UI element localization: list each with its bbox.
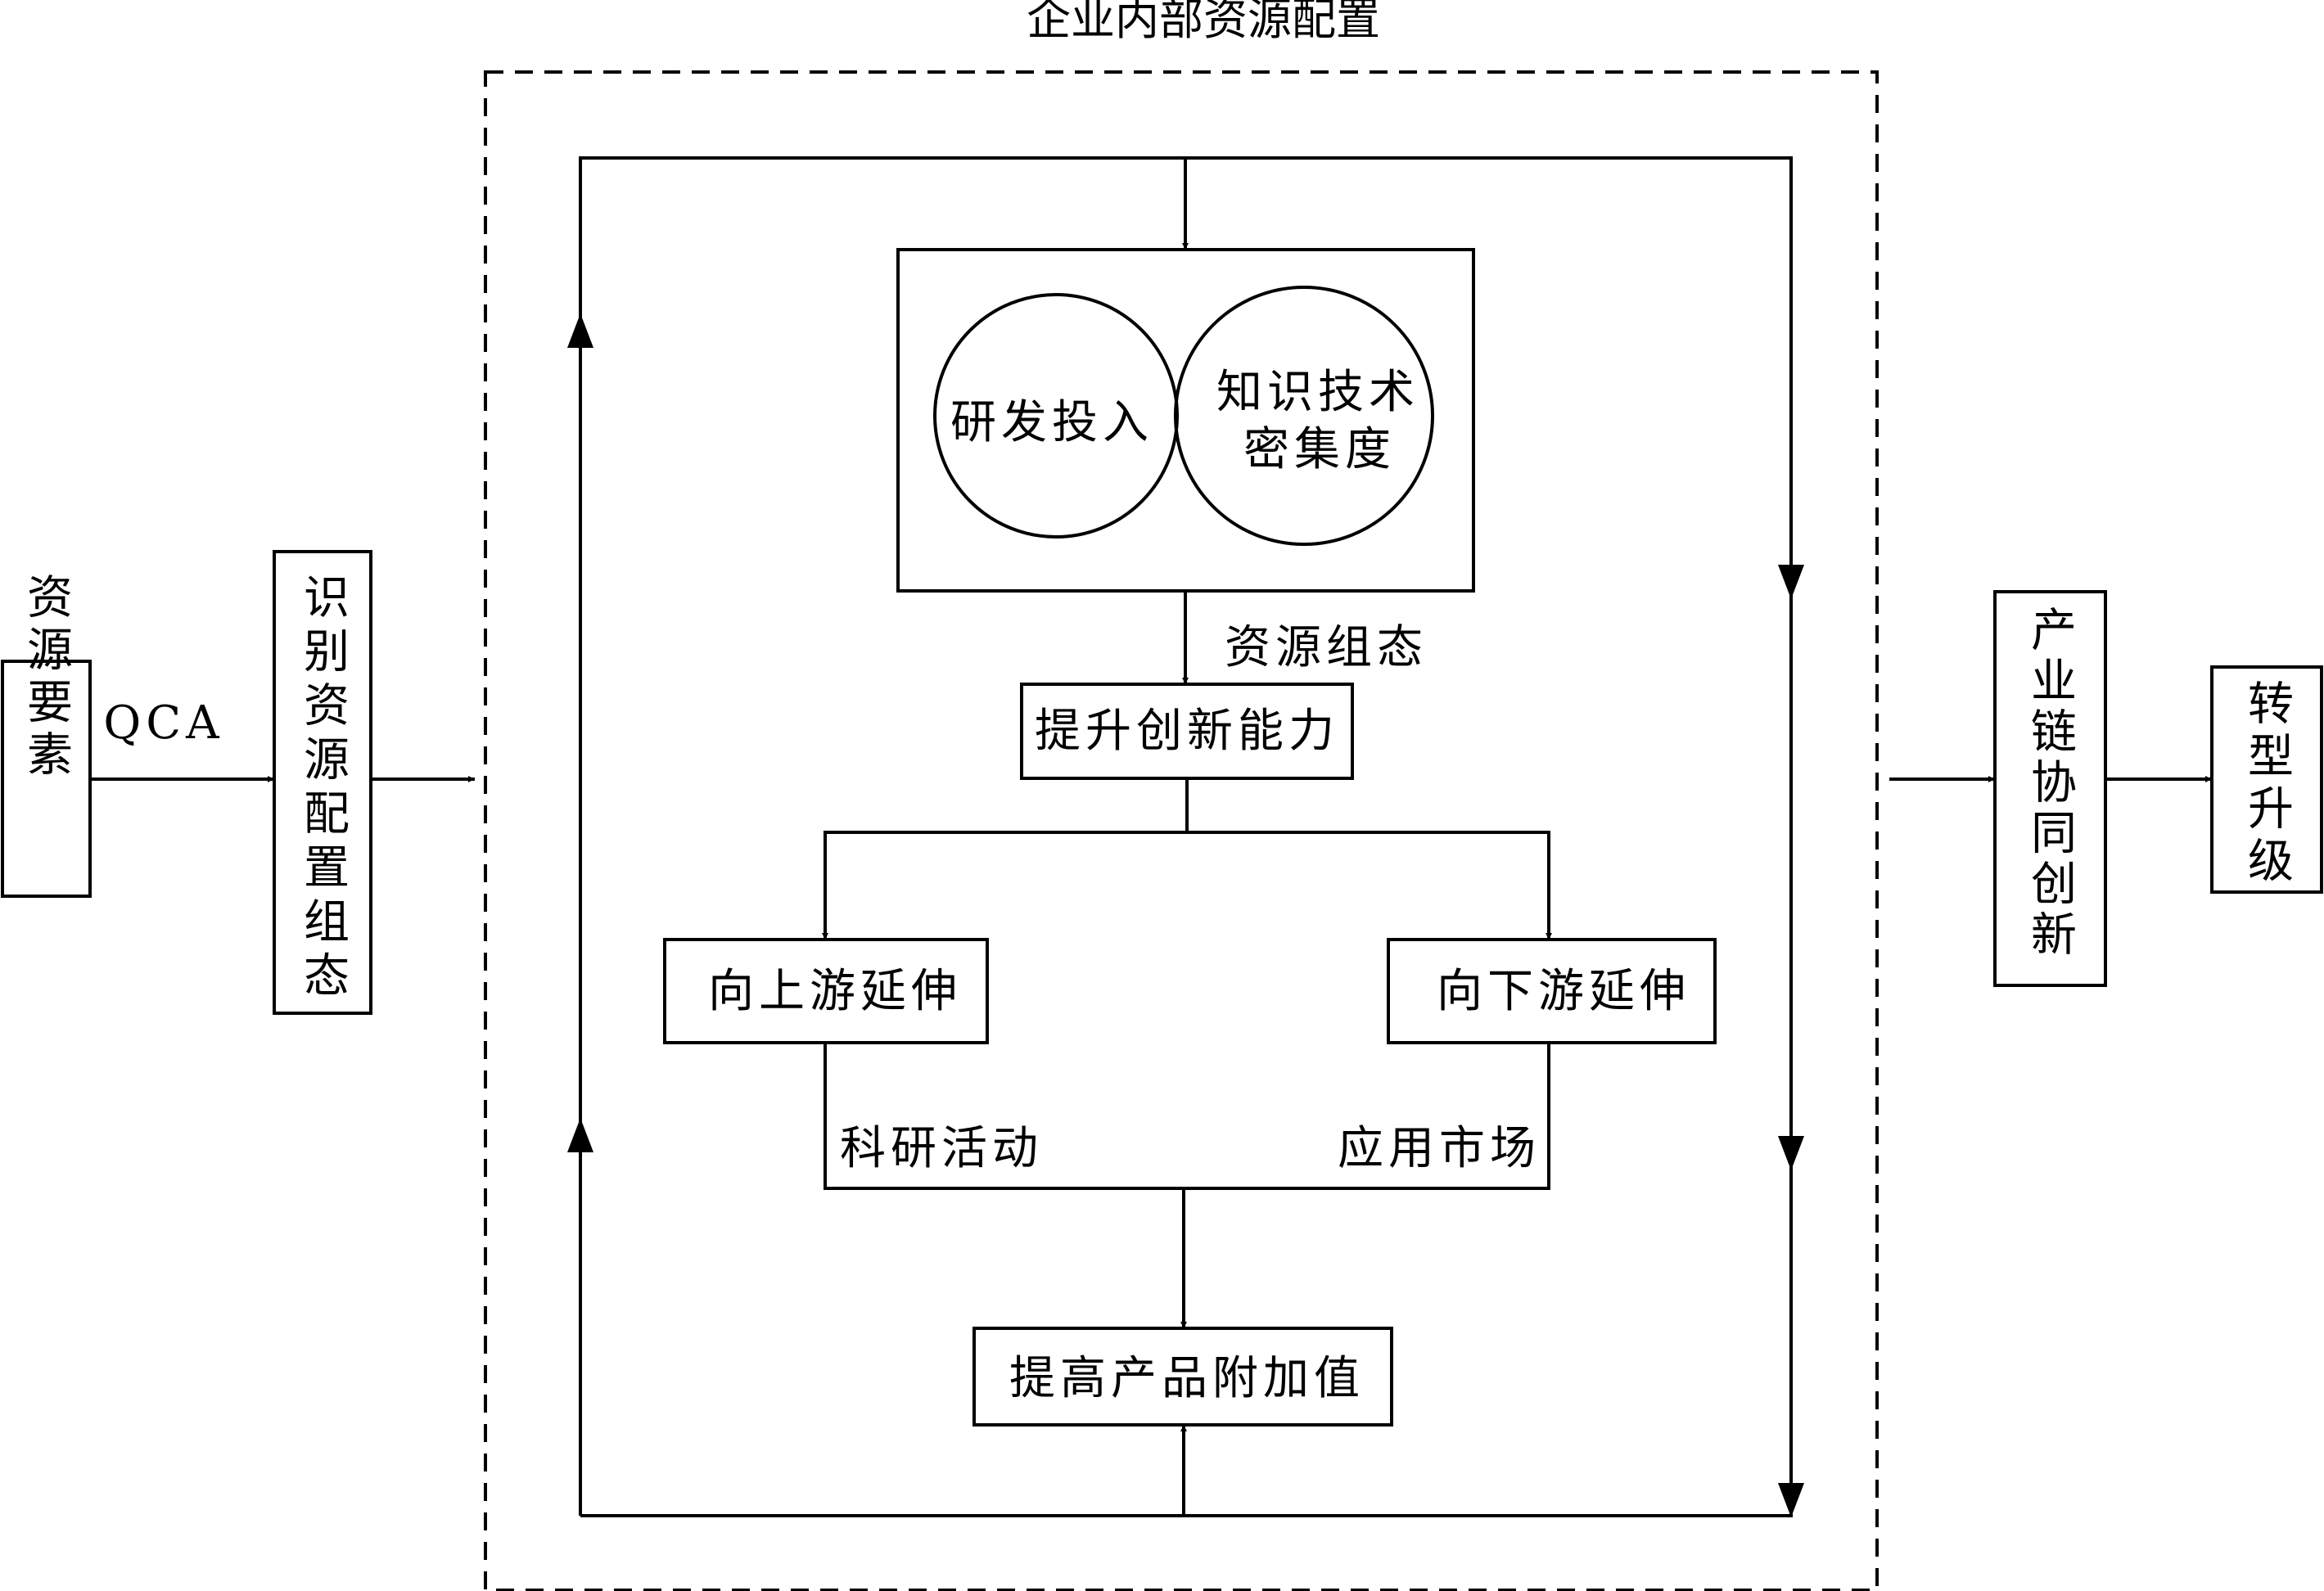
identify-config-box	[273, 550, 372, 1015]
identify-config-label: 识别资源配置组态	[296, 573, 350, 1005]
industry-chain-label: 产业链协同创新	[2024, 606, 2077, 961]
resource-elements-label: 资源要素	[20, 573, 73, 782]
down-arrowhead-bottom	[1778, 1483, 1804, 1517]
diagram-title: 企业内部资源配置	[1027, 0, 1380, 45]
transformation-box	[2210, 665, 2323, 894]
resource-config-label: 资源组态	[1225, 621, 1428, 674]
split-connector-right	[1187, 831, 1552, 940]
transformation-label: 转型升级	[2241, 679, 2294, 889]
industry-chain-box	[1993, 590, 2107, 987]
knowledge-label-line1: 知识技术	[1216, 366, 1419, 419]
up-arrowhead-bottom	[567, 1118, 593, 1152]
split-connector	[822, 778, 1189, 940]
research-activity-label: 科研活动	[840, 1122, 1043, 1175]
up-arrowhead-top	[567, 313, 593, 348]
down-arrowhead-middle	[1778, 1136, 1804, 1170]
downstream-label: 向下游延伸	[1437, 965, 1690, 1018]
innovation-label: 提升创新能力	[1035, 705, 1339, 758]
rd-input-label: 研发投入	[950, 396, 1153, 449]
value-added-label: 提高产品附加值	[1009, 1352, 1365, 1405]
feedback-loop	[579, 156, 1793, 1517]
knowledge-label-line2: 密集度	[1243, 423, 1396, 476]
internal-allocation-frame	[484, 70, 1879, 1591]
downstream-box	[1387, 938, 1717, 1044]
down-arrowhead-top	[1778, 565, 1804, 599]
knowledge-intensity-circle	[1174, 286, 1434, 546]
qca-label: QCA	[103, 696, 223, 750]
upstream-label: 向上游延伸	[708, 965, 962, 1018]
merge-connector	[824, 1043, 1550, 1190]
application-market-label: 应用市场	[1338, 1122, 1541, 1175]
